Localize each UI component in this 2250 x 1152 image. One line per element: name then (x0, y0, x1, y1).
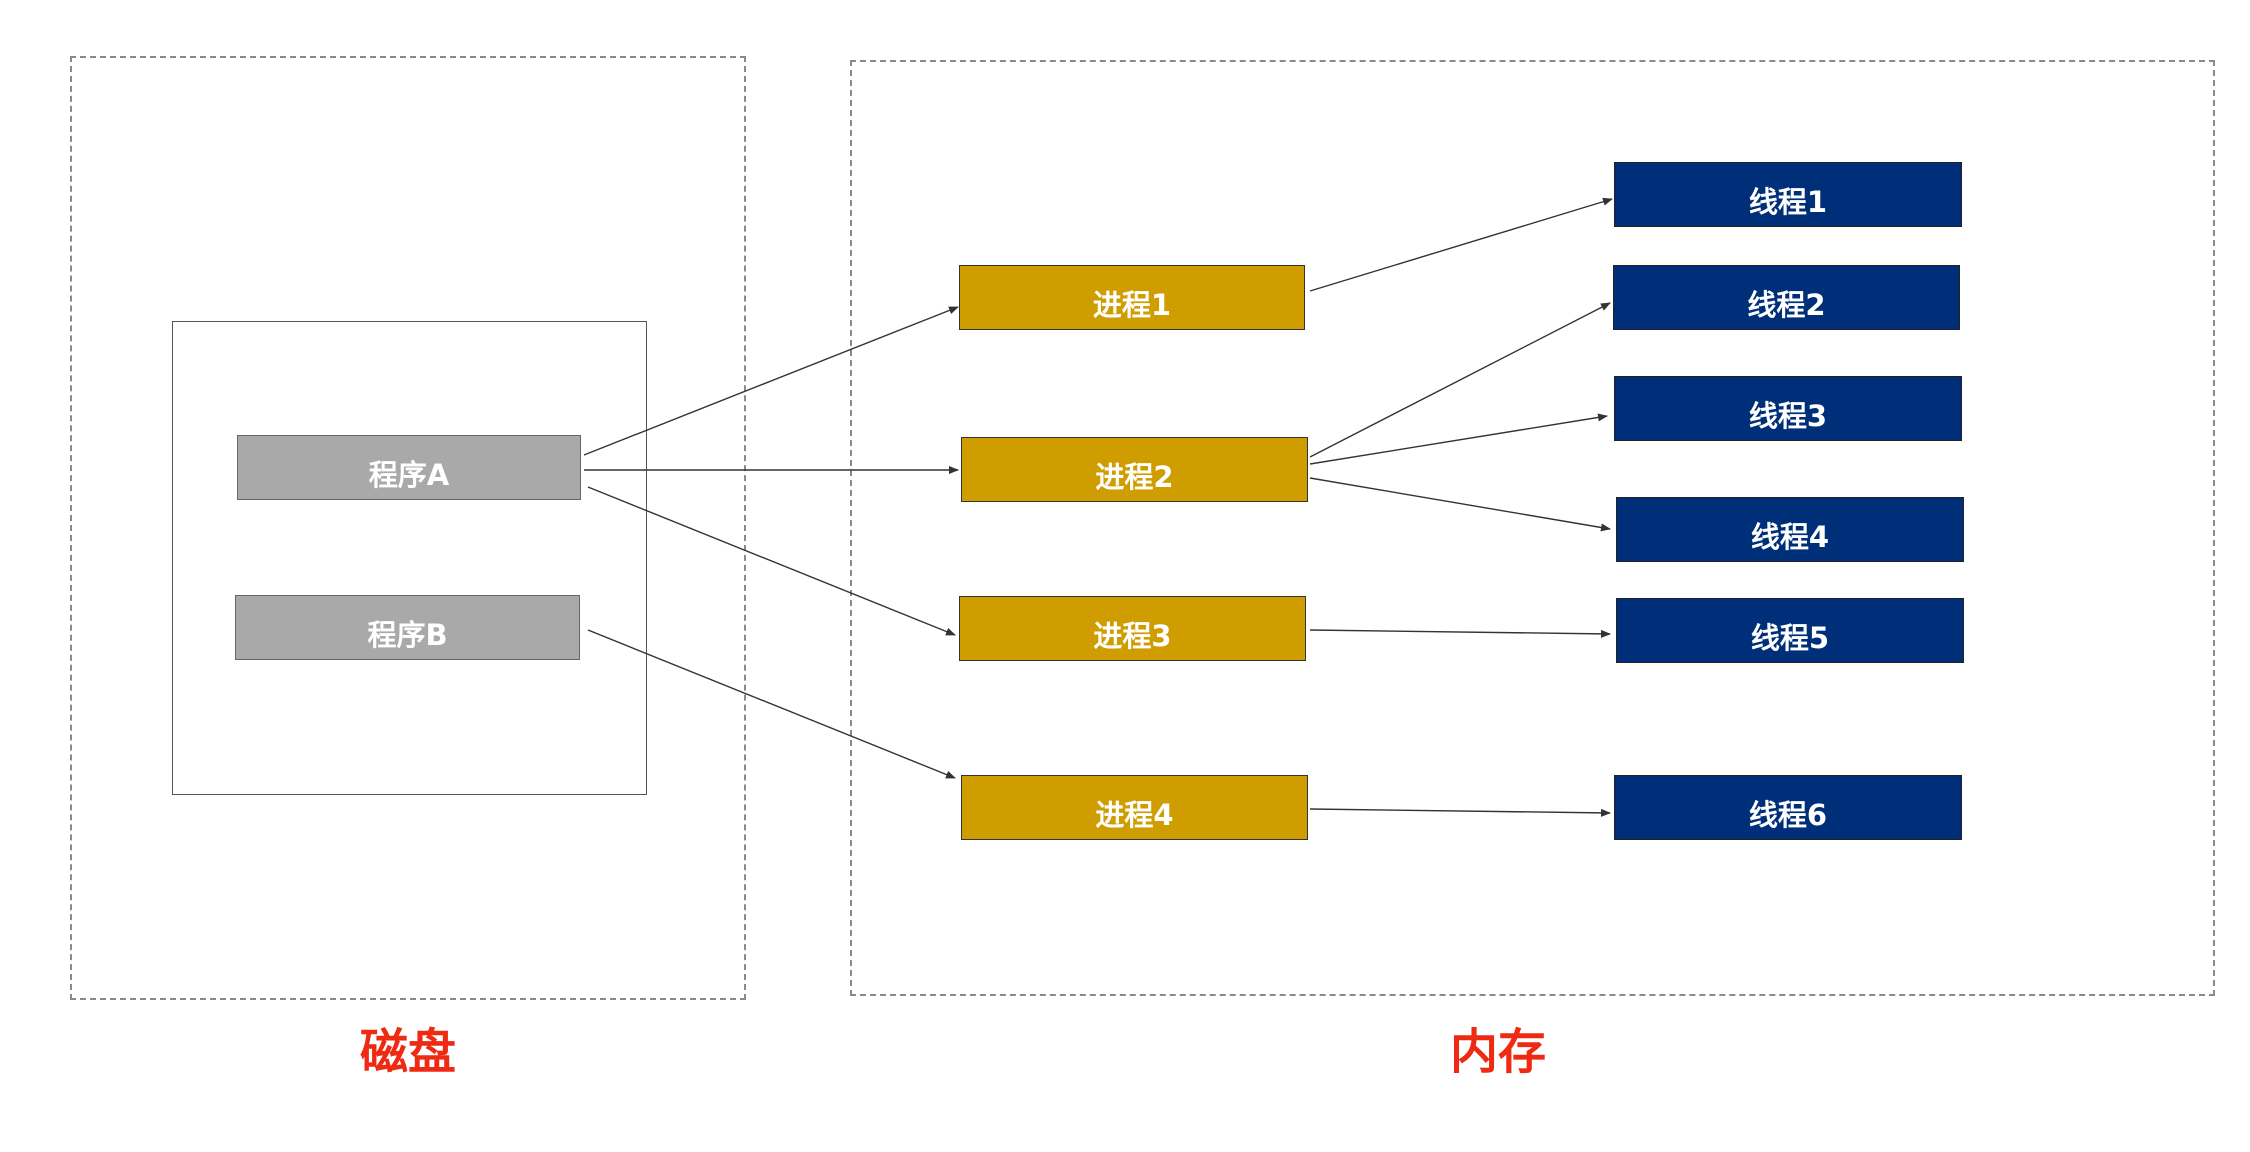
edge-proc3-to-thr5 (1309, 629, 1611, 638)
thread-6-label: 线程6 (1748, 798, 1828, 832)
thread-3-node: 线程3 (1614, 376, 1962, 441)
thread-5-node: 线程5 (1616, 598, 1964, 663)
process-4-label: 进程4 (1095, 798, 1174, 832)
edge-progA-to-proc3 (587, 486, 956, 636)
program-b-node: 程序B (235, 595, 580, 660)
thread-2-node: 线程2 (1613, 265, 1960, 330)
edge-progB-to-proc4 (587, 629, 956, 779)
edge-progA-to-proc1 (583, 306, 959, 456)
program-container (172, 321, 647, 795)
thread-3-label: 线程3 (1748, 399, 1828, 433)
edge-proc4-to-thr6 (1309, 808, 1611, 817)
program-b-label: 程序B (367, 618, 448, 652)
memory-region (850, 60, 2215, 996)
edge-proc2-to-thr3 (1309, 413, 1608, 465)
program-a-node: 程序A (237, 435, 581, 500)
thread-4-node: 线程4 (1616, 497, 1964, 562)
process-3-node: 进程3 (959, 596, 1306, 661)
edge-proc1-to-thr1 (1309, 197, 1613, 292)
thread-2-label: 线程2 (1747, 288, 1826, 322)
thread-5-label: 线程5 (1750, 621, 1830, 655)
process-1-node: 进程1 (959, 265, 1305, 330)
edge-proc2-to-thr2 (1309, 302, 1611, 458)
process-3-label: 进程3 (1093, 619, 1172, 653)
process-2-label: 进程2 (1095, 460, 1174, 494)
disk-region (70, 56, 746, 1000)
process-4-node: 进程4 (961, 775, 1308, 840)
thread-1-label: 线程1 (1748, 185, 1828, 219)
thread-4-label: 线程4 (1750, 520, 1830, 554)
thread-6-node: 线程6 (1614, 775, 1962, 840)
program-a-label: 程序A (368, 458, 450, 492)
edge-proc2-to-thr4 (1309, 477, 1611, 532)
process-1-label: 进程1 (1092, 288, 1172, 322)
memory-region-label: 内存 (1449, 1024, 1547, 1080)
thread-1-node: 线程1 (1614, 162, 1962, 227)
process-2-node: 进程2 (961, 437, 1308, 502)
disk-region-label: 磁盘 (359, 1024, 457, 1080)
